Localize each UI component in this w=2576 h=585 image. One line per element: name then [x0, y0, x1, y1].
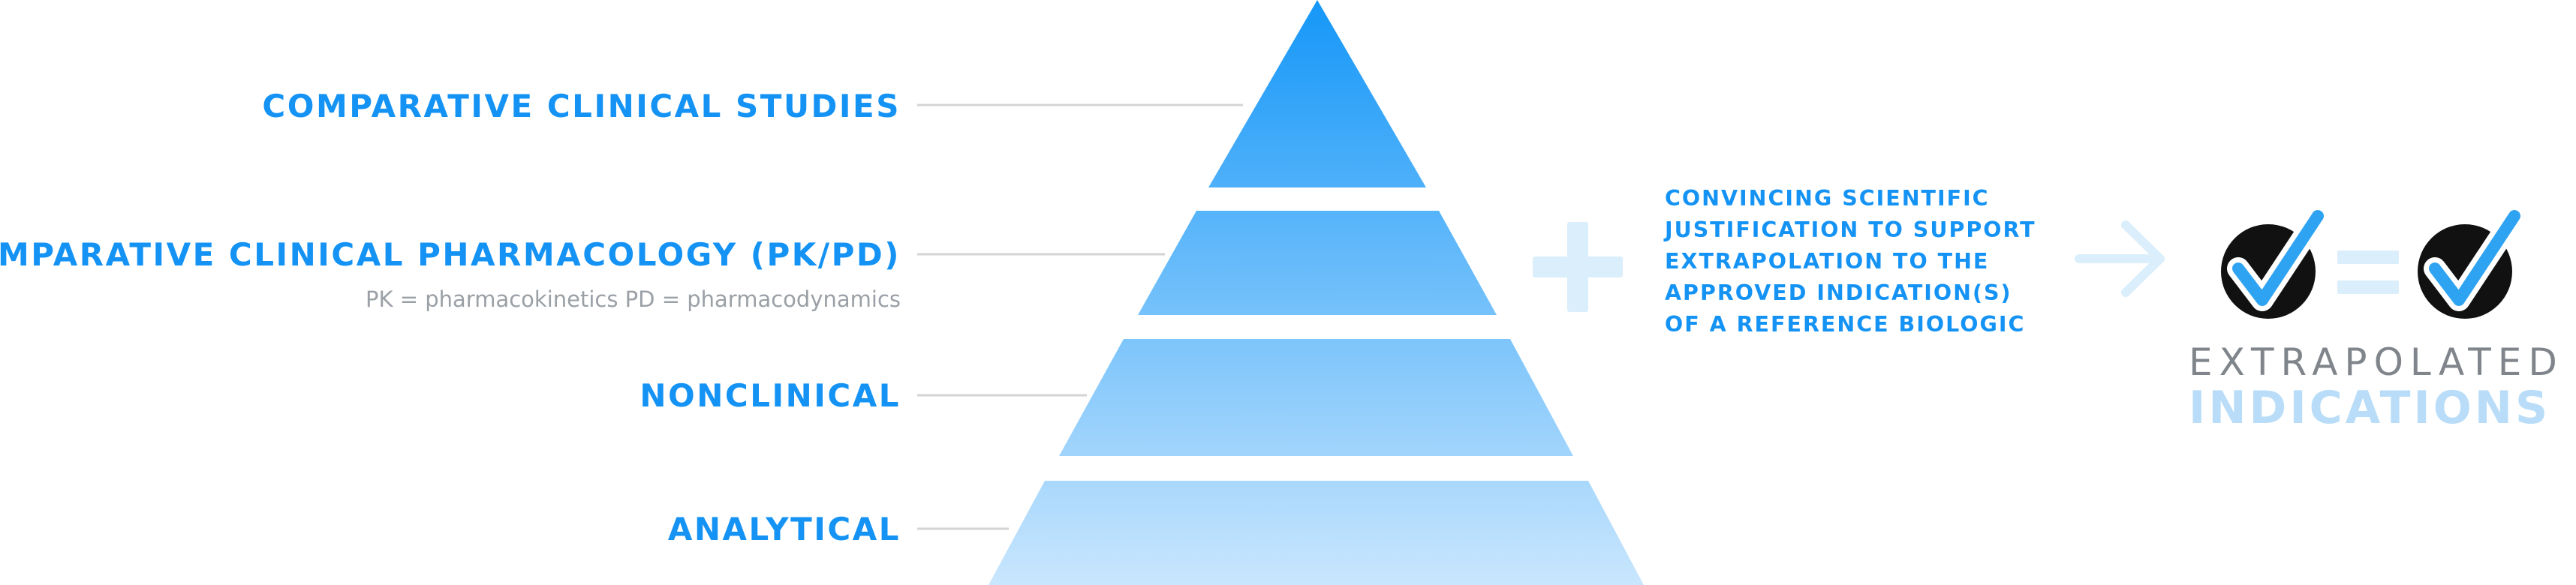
justification-text: CONVINCING SCIENTIFIC JUSTIFICATION TO S…: [1665, 183, 2085, 340]
plus-icon: [1533, 222, 1623, 312]
checkmark-badge-icon: [2221, 207, 2328, 319]
tier-label-analytical: ANALYTICAL: [667, 511, 901, 548]
tier-sublabel-pk-pd: PK = pharmacokinetics PD = pharmacodynam…: [365, 286, 901, 312]
checkmark-badge-icon: [2418, 207, 2525, 319]
pyramid-tier-2: [1138, 211, 1497, 315]
pyramid-tier-4: [989, 481, 1644, 585]
tier-label-nonclinical: NONCLINICAL: [639, 377, 901, 414]
justification-line: EXTRAPOLATION TO THE: [1665, 249, 1990, 274]
tier-label-comparative-clinical-studies: COMPARATIVE CLINICAL STUDIES: [262, 88, 901, 124]
pyramid-tier-1: [1208, 0, 1426, 188]
equals-icon: [2337, 250, 2399, 294]
result-title-bottom: INDICATIONS: [2189, 382, 2551, 434]
justification-line: OF A REFERENCE BIOLOGIC: [1665, 312, 2026, 337]
justification-line: JUSTIFICATION TO SUPPORT: [1665, 218, 2036, 242]
tier-label-clinical-pharmacology: COMPARATIVE CLINICAL PHARMACOLOGY (PK/PD…: [0, 236, 901, 273]
arrow-right-icon: [2075, 220, 2165, 297]
pyramid-tier-3: [1059, 339, 1573, 456]
justification-line: APPROVED INDICATION(S): [1665, 280, 2012, 305]
justification-line: CONVINCING SCIENTIFIC: [1665, 186, 1990, 211]
result-title-top: EXTRAPOLATED: [2189, 340, 2564, 384]
